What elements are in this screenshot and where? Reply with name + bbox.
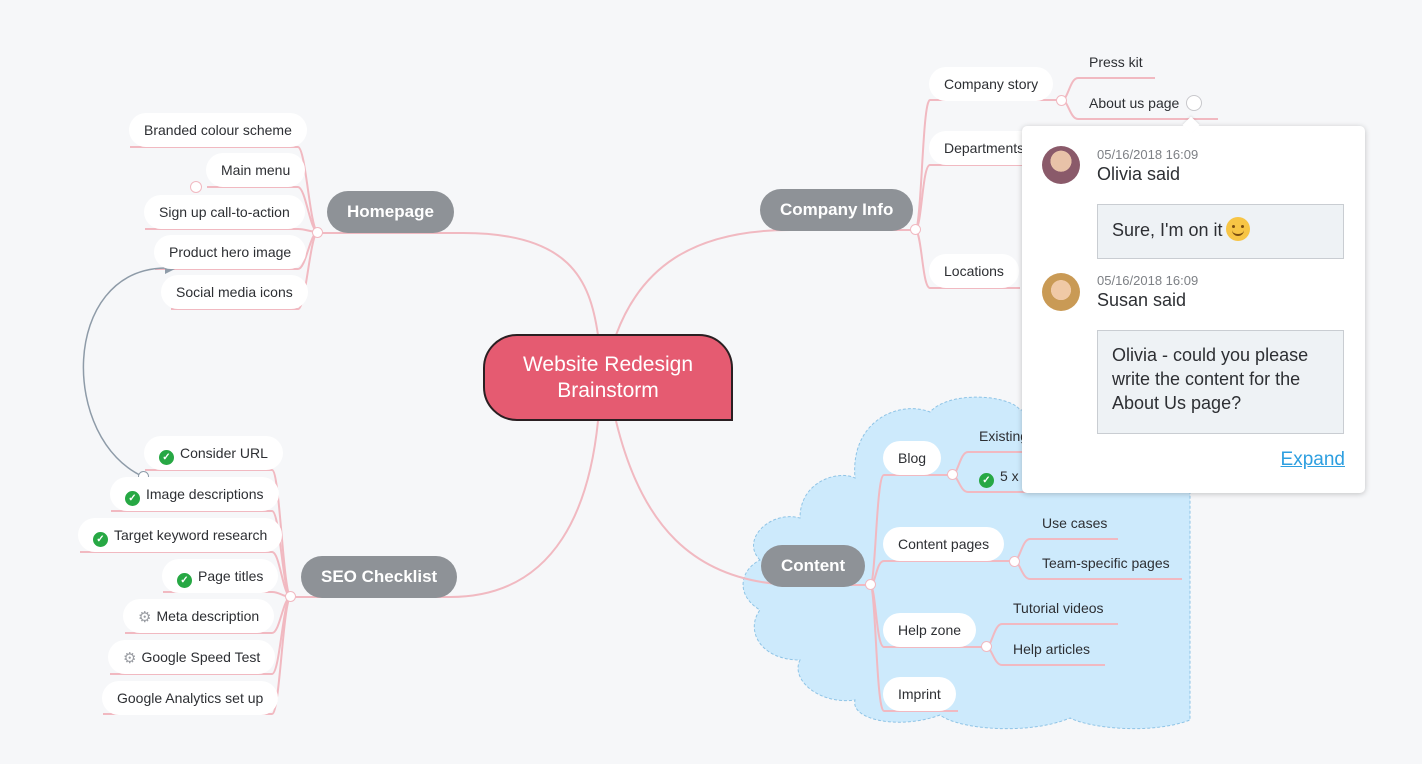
homepage-connector[interactable] — [312, 227, 323, 238]
seo-item-label: Consider URL — [180, 445, 268, 461]
comment-timestamp: 05/16/2018 16:09 — [1097, 273, 1199, 288]
avatar-susan — [1042, 273, 1080, 311]
company-story-about-us-page[interactable]: About us page — [1089, 95, 1180, 111]
homepage-item-main-menu[interactable]: Main menu — [206, 153, 306, 187]
smiley-emoji-icon — [1226, 217, 1251, 241]
comments-popup[interactable]: 05/16/2018 16:09 Olivia said Sure, I'm o… — [1022, 116, 1365, 493]
main-menu-connector[interactable] — [190, 181, 202, 193]
comment-text-value: Sure, I'm on it — [1112, 220, 1223, 240]
content-pages-child-team-specific[interactable]: Team-specific pages — [1042, 555, 1170, 571]
content-item-help-zone[interactable]: Help zone — [883, 613, 977, 647]
content-pages-child-use-cases[interactable]: Use cases — [1042, 515, 1108, 531]
seo-item-image-descriptions[interactable]: ✓ Image descriptions — [110, 477, 279, 511]
content-pages-connector[interactable] — [1009, 556, 1020, 567]
company-item-company-story[interactable]: Company story — [929, 67, 1054, 101]
check-circle-icon: ✓ — [177, 573, 192, 588]
seo-checklist-node[interactable]: SEO Checklist — [301, 556, 458, 598]
gear-icon: ⚙ — [138, 609, 152, 626]
expand-link[interactable]: Expand — [1280, 449, 1345, 470]
check-circle-icon: ✓ — [125, 491, 140, 506]
comment-timestamp: 05/16/2018 16:09 — [1097, 147, 1199, 162]
help-child-help-articles[interactable]: Help articles — [1013, 641, 1091, 657]
comment-text: Olivia - could you please write the cont… — [1097, 330, 1344, 434]
root-title-line1: Website Redesign — [522, 352, 694, 376]
company-item-locations[interactable]: Locations — [929, 254, 1019, 288]
root-title-line2: Brainstorm — [557, 378, 659, 402]
comment-author: Susan said — [1097, 290, 1187, 310]
homepage-item-social-media-icons[interactable]: Social media icons — [161, 275, 308, 309]
seo-item-label: Image descriptions — [146, 486, 264, 502]
check-circle-icon: ✓ — [93, 532, 108, 547]
content-node[interactable]: Content — [761, 545, 866, 587]
seo-item-label: Google Speed Test — [141, 649, 261, 665]
homepage-item-branded-colour-scheme[interactable]: Branded colour scheme — [129, 113, 307, 147]
company-item-departments[interactable]: Departments — [929, 131, 1040, 165]
comment-author: Olivia said — [1097, 164, 1181, 184]
homepage-item-sign-up-cta[interactable]: Sign up call-to-action — [144, 195, 305, 229]
company-story-press-kit[interactable]: Press kit — [1089, 54, 1143, 70]
seo-item-google-analytics[interactable]: Google Analytics set up — [102, 681, 279, 715]
seo-item-meta-description[interactable]: ⚙Meta description — [123, 599, 275, 633]
company-connector[interactable] — [910, 224, 921, 235]
seo-item-target-keyword-research[interactable]: ✓ Target keyword research — [78, 518, 283, 552]
check-circle-icon: ✓ — [979, 473, 994, 488]
gear-icon: ⚙ — [123, 650, 137, 667]
seo-item-google-speed-test[interactable]: ⚙Google Speed Test — [108, 640, 276, 674]
seo-item-label: Page titles — [198, 568, 264, 584]
blog-connector[interactable] — [947, 469, 958, 480]
content-item-imprint[interactable]: Imprint — [883, 677, 956, 711]
content-item-content-pages[interactable]: Content pages — [883, 527, 1005, 561]
help-child-tutorial-videos[interactable]: Tutorial videos — [1013, 600, 1104, 616]
seo-item-label: Target keyword research — [114, 527, 268, 543]
seo-item-page-titles[interactable]: ✓ Page titles — [162, 559, 279, 593]
comment-bubble-icon[interactable] — [1186, 95, 1202, 111]
comment-text: Sure, I'm on it — [1097, 204, 1344, 259]
company-info-node[interactable]: Company Info — [760, 189, 914, 231]
avatar-olivia — [1042, 146, 1080, 184]
homepage-item-product-hero-image[interactable]: Product hero image — [154, 235, 307, 269]
homepage-node[interactable]: Homepage — [327, 191, 454, 233]
seo-item-label: Meta description — [156, 608, 260, 624]
story-connector[interactable] — [1056, 95, 1067, 106]
blog-child-existing[interactable]: Existing — [979, 428, 1029, 444]
seo-connector[interactable] — [285, 591, 296, 602]
blog-child-label: 5 x — [1000, 468, 1019, 484]
content-connector[interactable] — [865, 579, 876, 590]
seo-item-consider-url[interactable]: ✓ Consider URL — [144, 436, 283, 470]
check-circle-icon: ✓ — [159, 450, 174, 465]
blog-child-5x[interactable]: ✓ 5 x — [979, 468, 1019, 488]
content-item-blog[interactable]: Blog — [883, 441, 942, 475]
help-connector[interactable] — [981, 641, 992, 652]
